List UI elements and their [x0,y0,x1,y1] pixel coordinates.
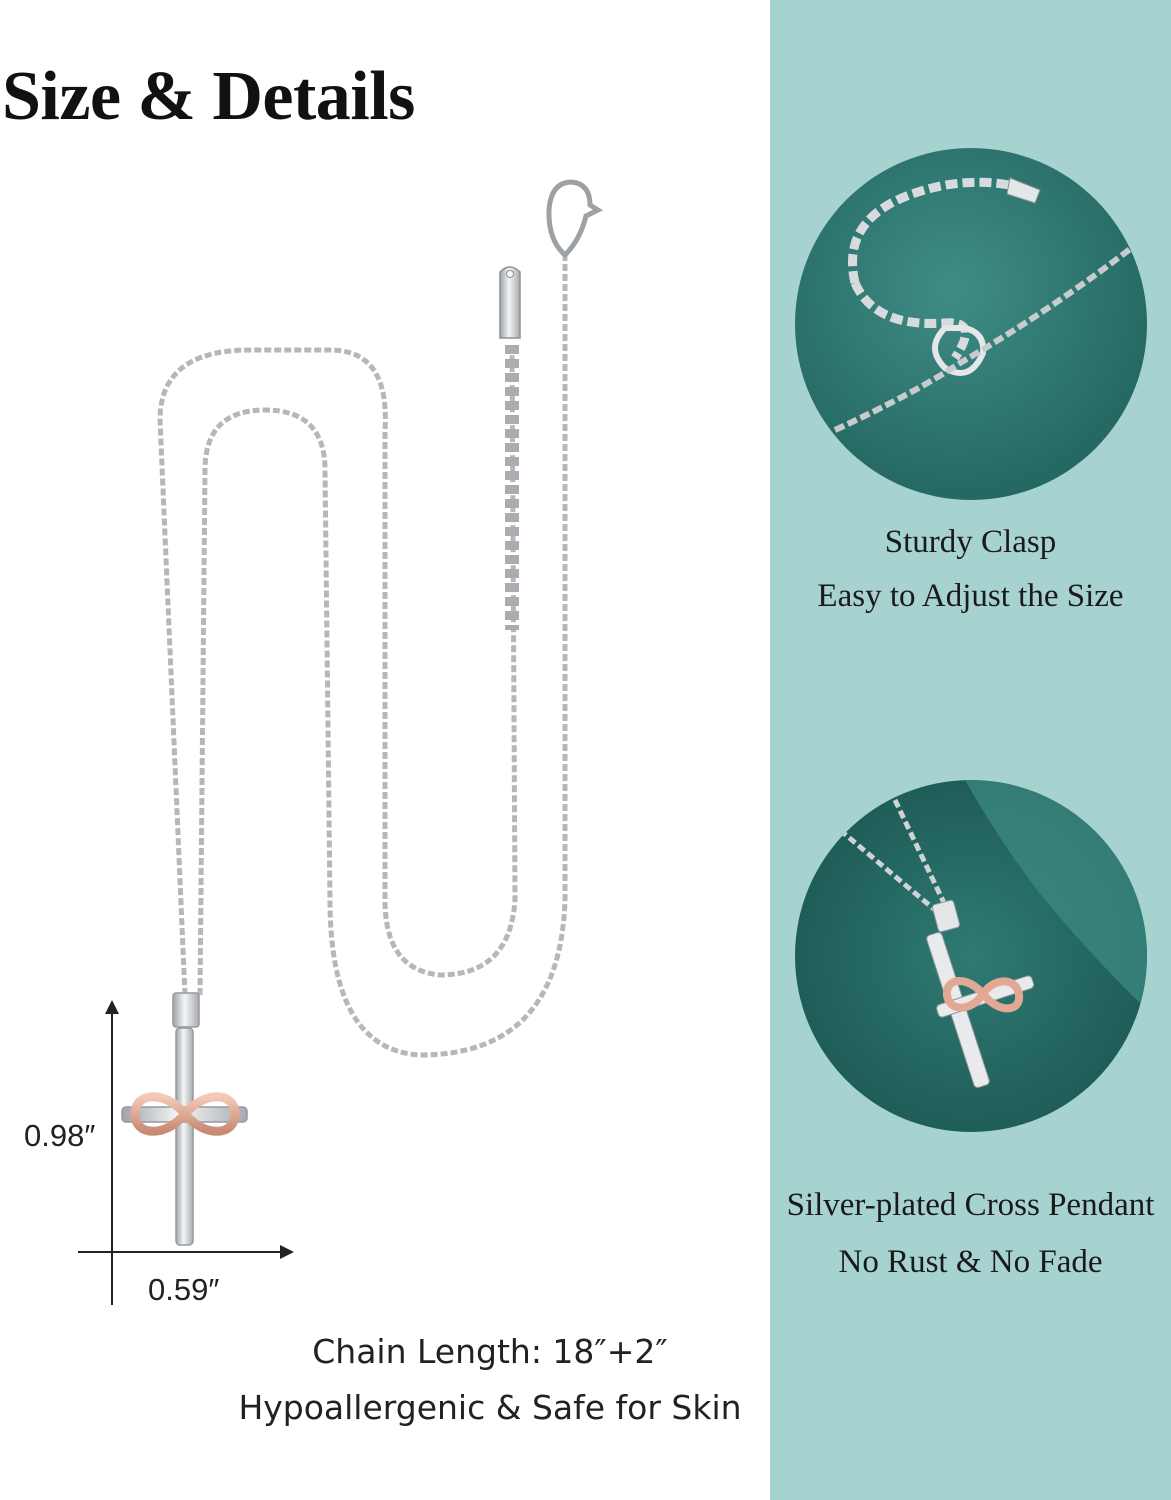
clasp-caption-2: Easy to Adjust the Size [817,578,1124,614]
width-dimension: 0.59″ [148,1272,220,1307]
pendant-closeup-image [795,780,1147,1132]
left-panel [0,0,770,1500]
cross-vertical [175,1027,194,1246]
pendant-bail [172,992,200,1028]
height-dimension: 0.98″ [24,1118,96,1153]
pendant-caption-2: No Rust & No Fade [838,1244,1103,1280]
chain-outer-loop [157,344,518,996]
chain-inner-loop [197,255,568,1058]
infinity-knot [130,1092,240,1136]
page-title: Size & Details [2,58,415,135]
hypoallergenic-caption: Hypoallergenic & Safe for Skin [238,1388,742,1427]
pendant-caption-1: Silver-plated Cross Pendant [786,1187,1155,1223]
lobster-clasp [546,179,604,259]
clasp-closeup-image [795,148,1147,500]
extender-tag [499,266,521,339]
necklace-illustration [78,179,604,1305]
chain-length-caption: Chain Length: 18″+2″ [312,1332,668,1371]
clasp-caption-1: Sturdy Clasp [884,524,1057,560]
